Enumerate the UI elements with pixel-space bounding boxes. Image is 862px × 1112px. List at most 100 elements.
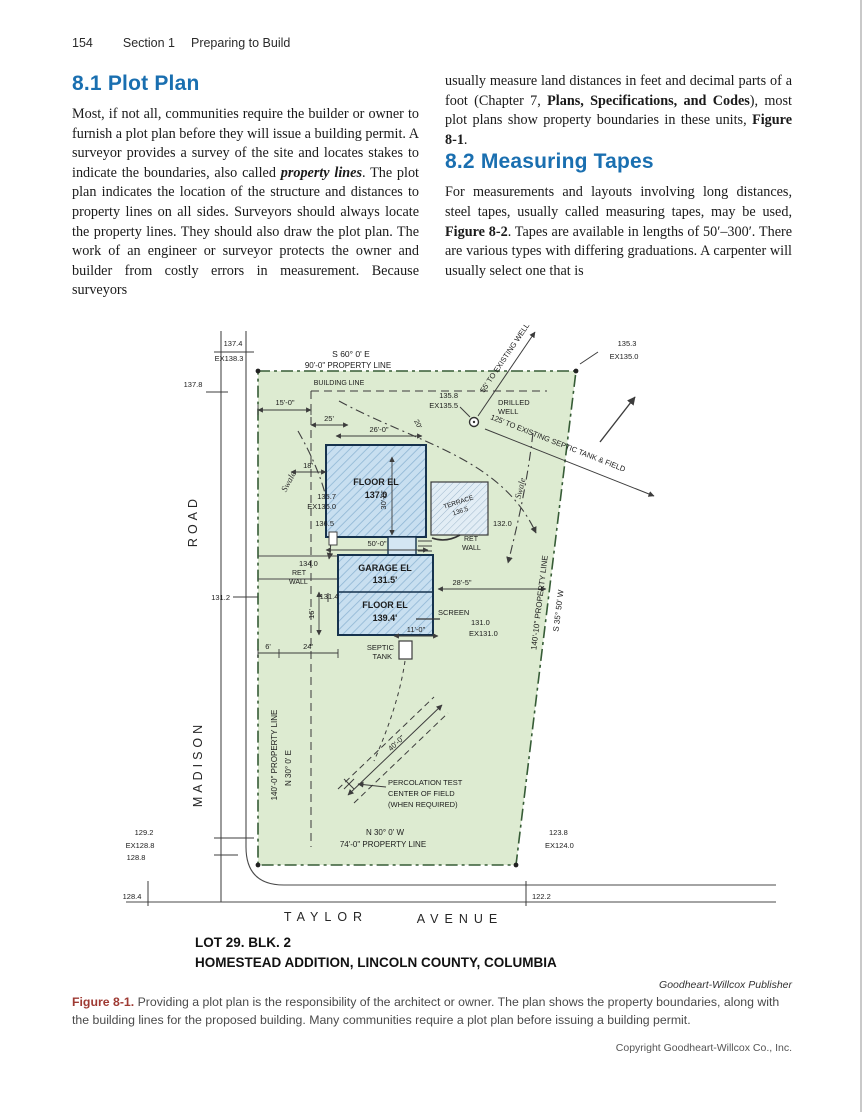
elev-ex138-3: EX138.3 [215,354,244,363]
text-run-bold-italic: property lines [280,164,362,181]
offsite-arrows [459,331,655,497]
elev-131-2: 131.2 [211,593,230,602]
retaining-wall-right [431,534,461,541]
figure-reference: Figure 8-1 [445,112,792,148]
floor-el-137-value: 137.0 [365,490,388,500]
dim-25: 25' [324,414,334,423]
percolation-label-1: PERCOLATION TEST [388,778,463,787]
drilled-well-label-2: WELL [498,407,518,416]
elev-122-2: 122.2 [532,892,551,901]
street-name-taylor: TAYLOR [284,910,368,924]
elev-132-0: 132.0 [493,519,512,528]
elev-129-2: 129.2 [135,828,154,837]
dim-18: 18' [303,461,313,470]
section-8-2-title: 8.2 Measuring Tapes [445,150,654,174]
elev-137-8: 137.8 [184,380,203,389]
street-name-road: ROAD [186,495,200,547]
right-column: usually measure land distances in feet a… [445,72,792,301]
page-scan-edge [860,0,862,1112]
drilled-well-center [472,420,476,424]
ret-wall-right-label-1: RET [464,536,479,543]
copyright-notice: Copyright Goodheart-Willcox Co., Inc. [615,1042,792,1055]
property-line-bottom-label: 74'-0" PROPERTY LINE [340,840,426,849]
percolation-label-2: CENTER OF FIELD [388,789,455,798]
elev-135-7: 135.7 [317,492,336,501]
ret-wall-left-label-1: RET [292,570,307,577]
section-8-1-continued-paragraph: usually measure land distances in feet a… [445,72,792,150]
figure-8-1: S 60° 0' E 90'-0" PROPERTY LINE ROAD MAD… [72,305,792,992]
dim-15-0: 15'-0" [275,398,294,407]
dim-26-0: 26'-0" [369,425,388,434]
breezeway-outline [387,536,417,556]
house-outline [325,443,427,538]
lot-title-line-2: HOMESTEAD ADDITION, LINCOLN COUNTY, COLU… [195,955,557,971]
percolation-field-lines [337,696,449,804]
section-8-2-paragraph: For measurements and layouts involving l… [445,183,792,281]
ret-wall-left-label-2: WALL [289,579,308,586]
text-run: usually measure land distances in feet a… [445,73,792,109]
text-run: ), most plot plans show property boundar… [445,92,792,129]
elev-123-8: 123.8 [549,828,568,837]
drilled-well-label-1: DRILLED [498,398,530,407]
publisher-credit: Goodheart-Willcox Publisher [659,979,792,992]
building-setback-line [310,390,547,847]
terrace-el-value: 136.5 [452,506,470,518]
left-column: 8.1 Plot Plan Most, if not all, communit… [72,72,419,301]
figure-caption-number: Figure 8-1. [72,995,135,1010]
figure-caption: Figure 8-1. Providing a plot plan is the… [72,994,792,1029]
street-name-madison: MADISON [191,721,205,807]
building-line-label: BUILDING LINE [314,380,365,387]
septic-tank-symbol [398,640,413,660]
plot-plan-drawing: S 60° 0' E 90'-0" PROPERTY LINE ROAD MAD… [123,321,776,926]
dimension-lines [257,404,547,658]
elevation-ticks [147,351,599,906]
two-column-text: 8.1 Plot Plan Most, if not all, communit… [72,72,792,301]
lot-title-line-1: LOT 29. BLK. 2 [195,934,292,950]
bearing-right-label: S 35° 50' W [551,589,565,632]
page-number: 154 [72,36,93,50]
section-8-1-paragraph: Most, if not all, communities require th… [72,105,419,301]
property-line-left-label: 140'-0" PROPERTY LINE [270,710,279,801]
elev-134-0: 134.0 [299,559,318,568]
meter-box [328,531,338,546]
garage-el-label: GARAGE EL [358,563,412,573]
elev-131-4: 131.4 [320,592,339,601]
section-8-1-title: 8.1 Plot Plan [72,72,200,95]
bearing-left-label: N 30° 0' E [284,750,293,786]
floor-el-137-label: FLOOR EL [353,477,399,487]
figure-lot-title: LOT 29. BLK. 2 HOMESTEAD ADDITION, LINCO… [195,933,792,974]
dim-11-0: 11'-0" [407,625,426,634]
elev-137-4: 137.4 [224,339,243,348]
street-lines [126,330,776,903]
septic-leader [373,660,406,762]
elev-ex128-8: EX128.8 [126,841,155,850]
elev-ex136-0: EX136.0 [307,502,336,511]
dim-24: 24' [303,642,313,651]
survey-corner-markers [255,368,579,868]
text-run-bold: Plans, Specifications, and Codes [547,92,750,109]
text-run: For measurements and layouts involving l… [445,184,792,220]
figure-caption-text: Providing a plot plan is the responsibil… [72,995,780,1027]
text-run: . The plot plan indicates the location o… [72,164,419,299]
property-line-top-label: 90'-0" PROPERTY LINE [305,361,391,370]
dim-50-0: 50'-0" [367,539,386,548]
elev-128-4: 128.4 [123,892,142,901]
terrace-outline [430,481,489,536]
elev-ex124-0: EX124.0 [545,841,574,850]
percolation-label-3: (WHEN REQUIRED) [388,800,458,809]
floor-el-139-value: 139.4' [373,613,398,623]
garage-outline [337,553,434,636]
elev-136-5: 136.5 [315,519,334,528]
dim-28-5: 28'-5" [452,578,471,587]
screen-label: SCREEN [438,608,469,617]
bearing-top-label: S 60° 0' E [332,349,370,359]
driveway-lines [258,555,338,580]
elev-135-8: 135.8 [439,391,458,400]
dim-16: 16' [307,608,316,618]
running-head-section: Section 1 [122,36,175,50]
ret-wall-right-label-2: WALL [462,545,481,552]
garage-el-value: 131.5' [373,575,398,585]
septic-tank-label-2: TANK [373,652,392,661]
